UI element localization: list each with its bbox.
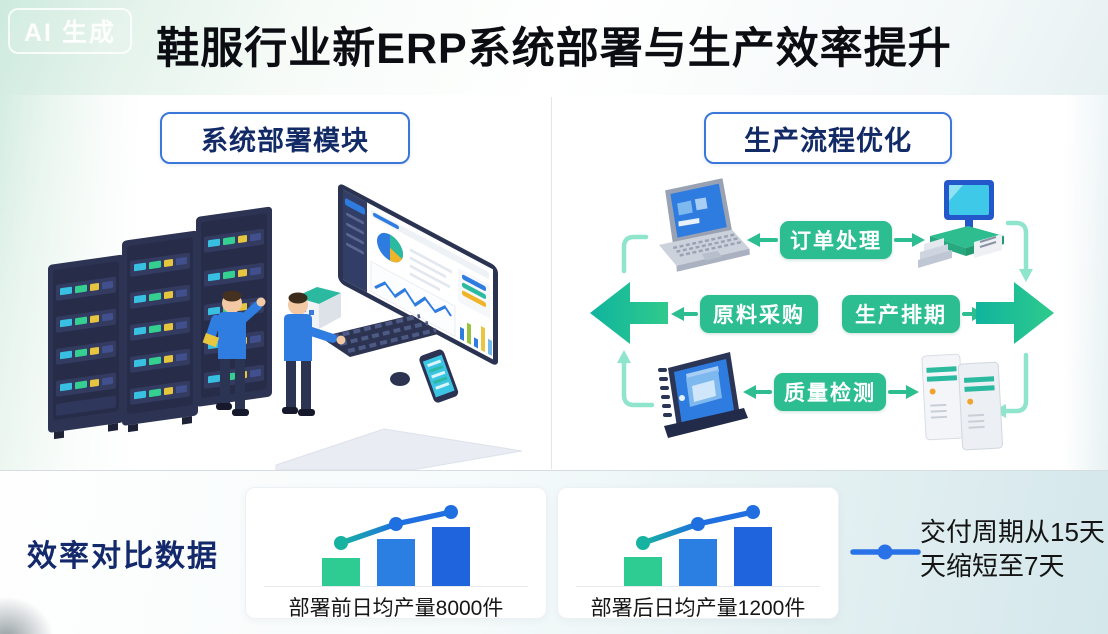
server-towers-icon — [921, 353, 1003, 451]
worker-figure-rack — [202, 290, 266, 416]
keyboard — [320, 314, 442, 357]
chart-caption-after: 部署后日均产量1200件 — [590, 597, 806, 620]
legend-text-line1: 交付周期从15天 — [920, 517, 1105, 547]
corner-artifact — [0, 596, 54, 634]
page-title: 鞋服行业新ERP系统部署与生产效率提升 — [156, 25, 952, 73]
pos-terminal-icon — [918, 180, 1004, 268]
legend-text: 交付周期从15天 天缩短至7天 — [920, 516, 1105, 584]
bottom-band — [0, 470, 1108, 634]
worker-figure-desk — [282, 292, 346, 416]
server-rack-illustration — [48, 206, 272, 440]
chart-card-before: 部署前日均产量8000件 — [245, 487, 547, 620]
chart-caption-before: 部署前日均产量8000件 — [288, 597, 504, 620]
laptop-icon — [658, 178, 750, 272]
bar-chart-after — [576, 494, 820, 587]
flow-step-production-schedule: 生产排期 — [842, 295, 960, 333]
flow-step-order-processing: 订单处理 — [780, 221, 892, 259]
desk — [275, 428, 523, 470]
deployment-illustration — [48, 184, 523, 470]
flow-arrow-left-icon — [590, 282, 668, 344]
legend-text-line2: 天缩短至7天 — [920, 550, 1065, 581]
flow-connectors — [617, 220, 1033, 418]
panel-divider — [551, 97, 552, 469]
flow-step-quality-inspection: 质量检测 — [774, 373, 886, 411]
right-panel-header: 生产流程优化 — [704, 112, 952, 164]
chart-card-after: 部署后日均产量1200件 — [557, 487, 839, 620]
left-panel-header: 系统部署模块 — [160, 112, 410, 164]
trend-line-legend-icon — [850, 544, 921, 560]
section-title: 效率对比数据 — [27, 540, 219, 573]
tablet-display-icon — [658, 352, 748, 438]
flow-step-material-purchase: 原料采购 — [700, 295, 818, 333]
dashboard-monitor-illustration — [338, 184, 498, 365]
ai-generated-watermark: AI 生成 — [8, 8, 132, 54]
flow-arrow-right-icon — [976, 282, 1054, 344]
mouse — [390, 372, 410, 386]
bar-chart-before — [264, 494, 528, 587]
smartphone — [419, 349, 459, 403]
